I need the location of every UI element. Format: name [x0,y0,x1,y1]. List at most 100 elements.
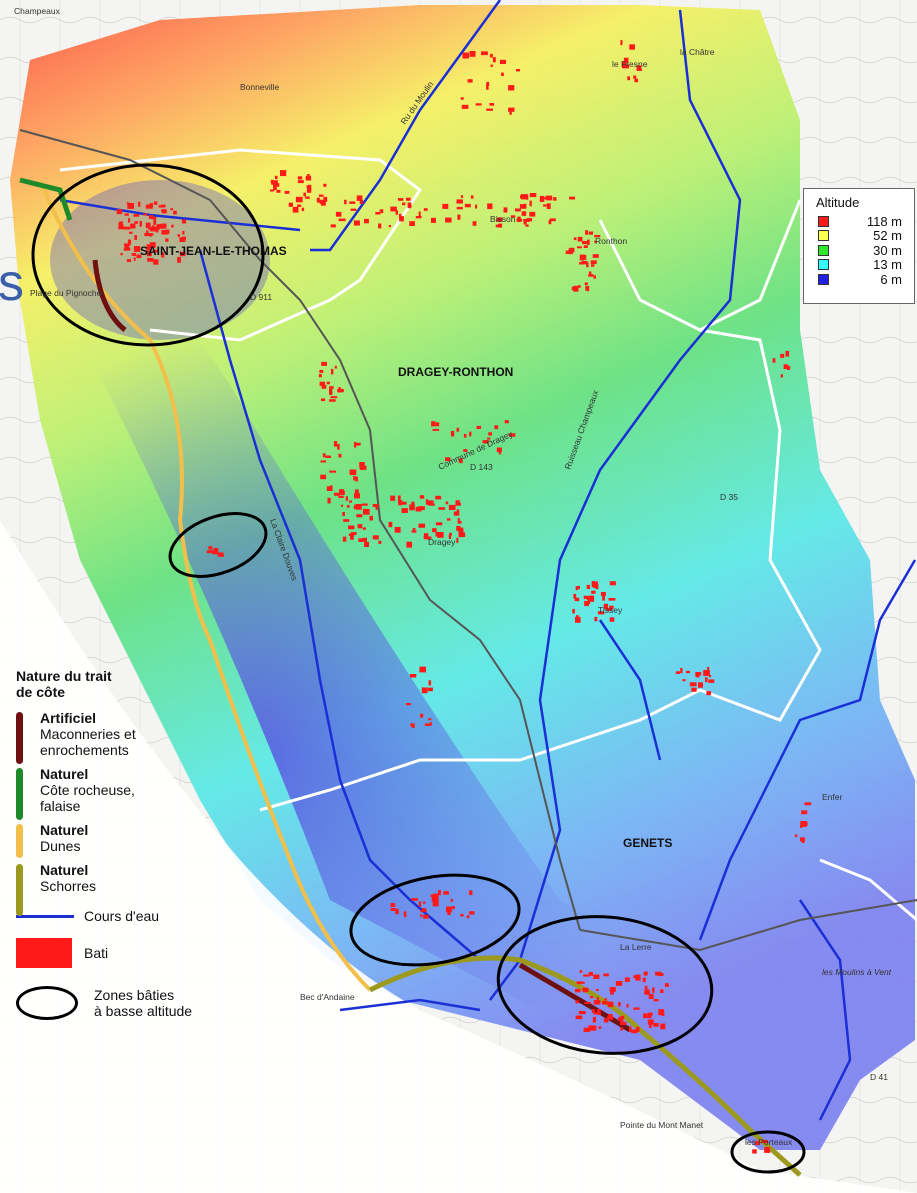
building [508,107,515,112]
building [772,358,776,363]
building [801,810,808,815]
building [179,251,186,257]
building [358,538,363,542]
building [596,997,599,1000]
building [590,260,597,264]
building [344,199,347,205]
building [445,501,449,505]
building [288,202,293,207]
building [403,911,407,918]
building [356,514,363,518]
building [305,196,310,199]
building [572,608,575,614]
building [586,598,591,601]
building [643,1013,647,1019]
building [355,442,361,446]
building [156,226,159,233]
building [707,666,710,672]
building [418,211,421,217]
building [379,209,382,212]
building [415,216,422,219]
building [620,1021,627,1026]
building [661,1012,665,1016]
building [705,677,708,683]
legend-bati: Bati [16,938,246,968]
building [219,554,225,557]
building [342,536,347,542]
building [303,192,306,197]
label-la-chatre: la Châtre [680,47,715,57]
building [540,197,547,200]
building [340,504,344,507]
building [621,61,627,67]
building [588,231,594,235]
building [620,40,623,46]
building [487,203,493,210]
label-bec-andaine: Bec d'Andaine [300,992,355,1002]
building [695,672,702,676]
building [682,679,686,682]
building [402,202,406,206]
altitude-swatch [818,259,829,271]
building [127,239,132,245]
altitude-swatch [818,273,829,285]
building [425,499,429,505]
altitude-value: 52 m [873,228,902,244]
building [133,257,136,261]
building [448,504,456,510]
building [598,1012,601,1016]
building [610,990,614,995]
building [583,595,589,599]
building [435,531,438,537]
building [588,1025,591,1030]
building [467,79,473,83]
building [492,57,496,63]
building [680,668,683,674]
building [475,204,478,209]
building [575,616,581,623]
building [409,221,415,226]
building [124,213,129,216]
building [523,203,527,209]
building [445,457,451,462]
building [422,901,426,904]
building [660,989,664,993]
building [390,206,397,212]
building [353,506,357,510]
building [297,204,302,207]
building [325,455,331,458]
building [129,231,133,234]
building [593,581,598,587]
legend-water-label: Cours d'eau [84,908,160,924]
building [590,264,595,267]
building [133,246,141,252]
altitude-surface [10,5,915,1150]
building [486,81,490,86]
building [157,224,163,229]
building [418,506,425,511]
building [181,219,187,224]
legend-water: Cours d'eau [16,908,246,924]
building [362,537,367,542]
building [519,204,527,209]
building [448,535,452,539]
building [594,240,597,243]
building [636,68,642,71]
building [337,388,344,393]
roads [19,129,917,952]
building [354,493,360,499]
building [685,670,690,674]
building [526,218,533,222]
building [574,597,580,602]
building [608,1014,613,1020]
building [421,687,428,694]
building [675,671,681,674]
building [593,1000,601,1005]
building [349,469,357,475]
building [126,202,130,205]
altitude-value: 13 m [873,257,902,273]
building [602,1000,608,1005]
building [171,224,174,228]
coastline-type: Artificiel [40,710,97,726]
